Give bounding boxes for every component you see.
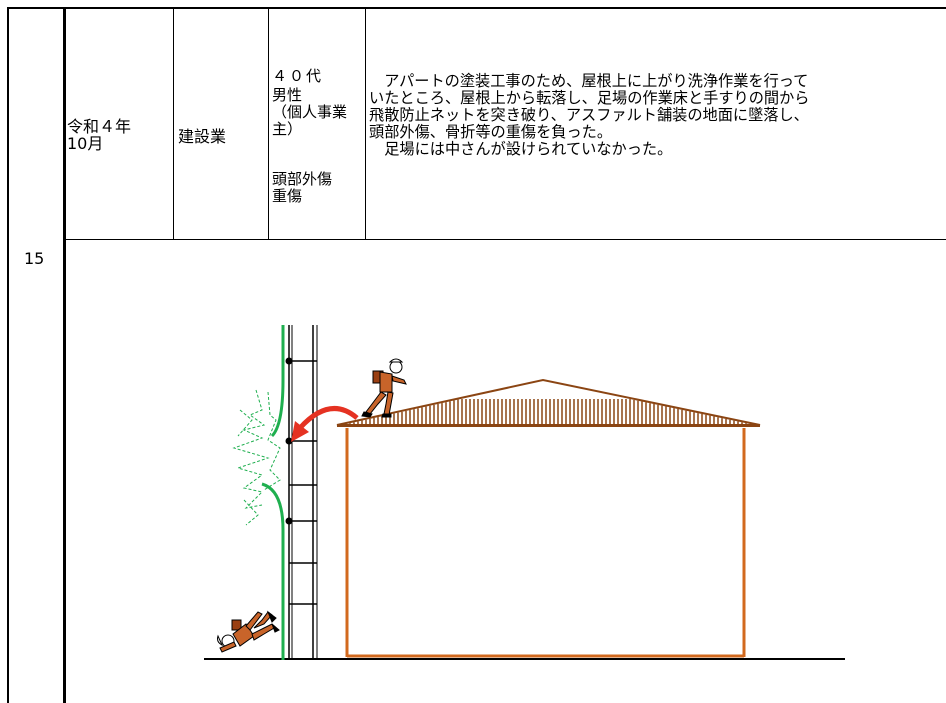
table-left-border xyxy=(7,7,9,703)
number-column-divider xyxy=(63,7,66,703)
fallen-worker xyxy=(217,610,280,653)
accident-date: 令和４年 10月 xyxy=(67,117,132,153)
safety-net xyxy=(261,325,285,660)
victim-column-divider xyxy=(365,7,366,240)
date-column-divider xyxy=(173,7,174,240)
industry: 建設業 xyxy=(178,127,227,146)
fall-arrow xyxy=(291,406,359,442)
roof xyxy=(336,378,761,427)
row-divider xyxy=(63,239,946,240)
torn-net-fragments xyxy=(232,389,281,526)
victim-info: 男性 （個人事業 主） xyxy=(272,86,348,138)
accident-description: アパートの塗装工事のため、屋根上に上がり洗浄作業を行って いたところ、屋根上から… xyxy=(369,72,810,158)
victim-age: ４０代 xyxy=(272,67,324,85)
table-top-border xyxy=(7,7,946,9)
injury: 頭部外傷 重傷 xyxy=(272,170,333,205)
scaffold xyxy=(285,325,318,659)
case-number: 15 xyxy=(24,249,45,268)
building-walls xyxy=(345,428,746,658)
worker-on-roof xyxy=(361,358,407,418)
industry-column-divider xyxy=(268,7,269,240)
